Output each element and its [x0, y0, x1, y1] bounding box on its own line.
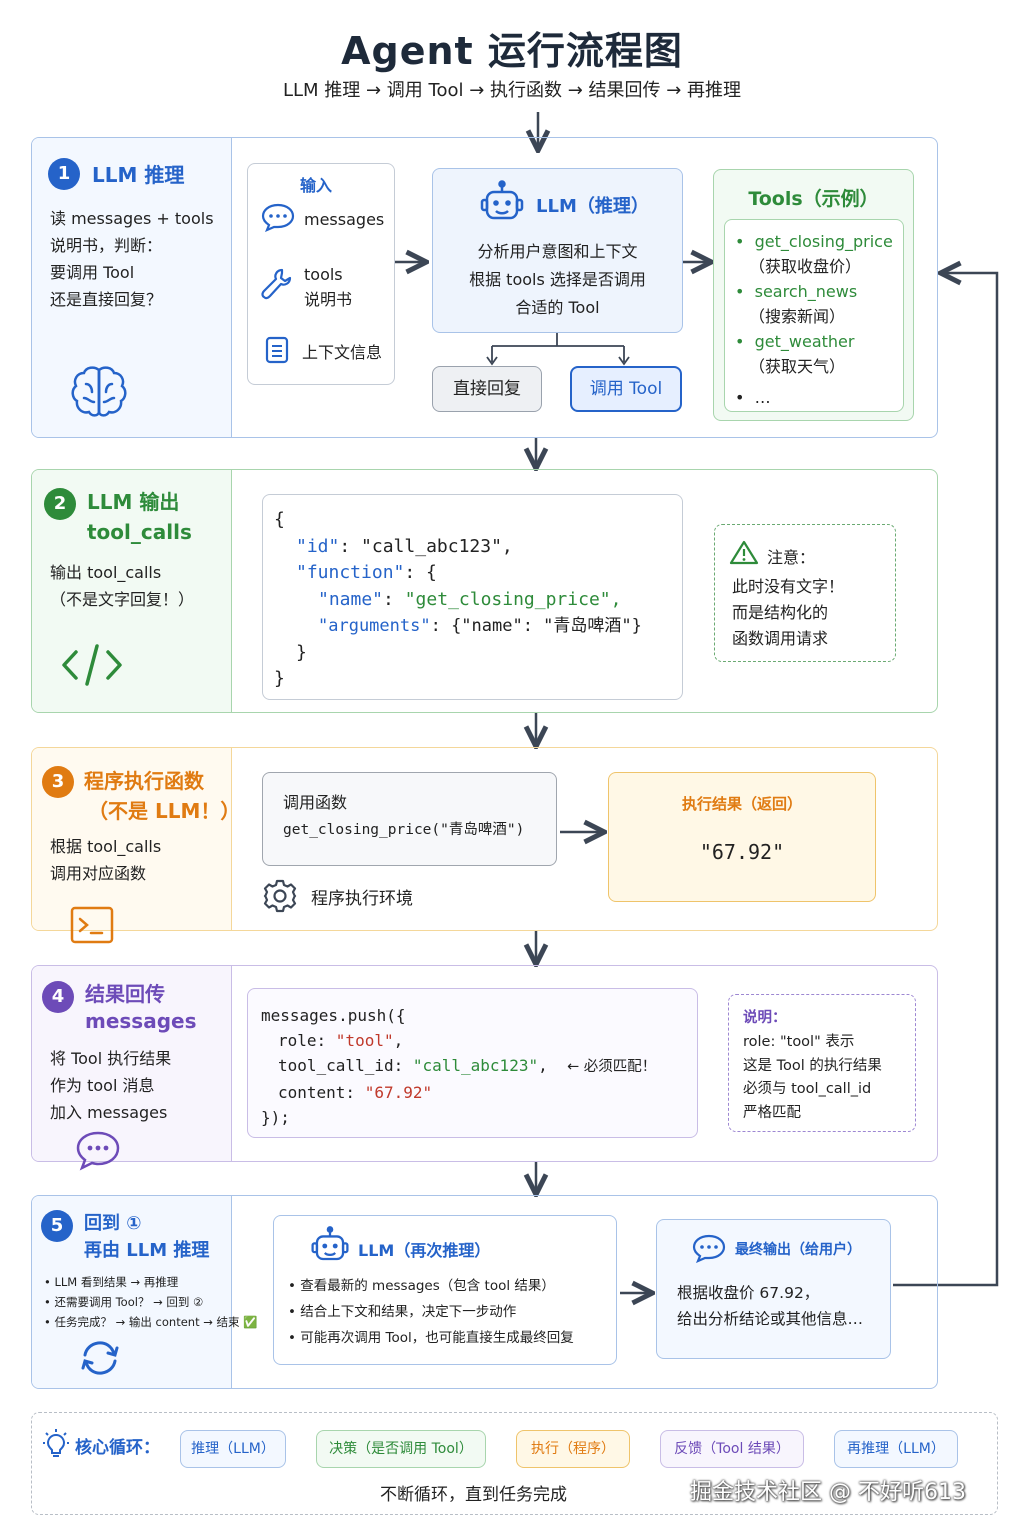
core-loop-caption: 不断循环，直到任务完成 — [380, 1485, 567, 1505]
input-messages: messages — [304, 210, 385, 229]
document-icon — [265, 336, 289, 364]
note-text: 此时没有文字！而是结构化的函数调用请求 — [732, 577, 845, 648]
final-output-title: 最终输出（给用户） — [735, 1242, 861, 1258]
tool-call-code-block: { "id": "call_abc123", "function": { "na… — [262, 494, 683, 700]
tool-item: • search_news — [735, 282, 858, 301]
section-2-desc: 输出 tool_calls（不是文字回复！） — [50, 563, 195, 609]
chat-icon — [692, 1234, 726, 1263]
note-title: 注意： — [767, 548, 816, 567]
direct-reply-button[interactable]: 直接回复 — [432, 366, 542, 412]
llm-rethink-title: LLM（再次推理） — [358, 1241, 491, 1260]
watermark: 掘金技术社区 @ 不好听613 — [690, 1480, 966, 1505]
loop-step-feedback: 反馈（Tool 结果） — [660, 1430, 804, 1468]
explain-note-box — [728, 994, 916, 1132]
result-value: "67.92" — [699, 840, 785, 864]
lightbulb-icon — [43, 1429, 69, 1457]
push-code-block: messages.push({ role: "tool", tool_call_… — [247, 988, 698, 1138]
llm-reasoning-desc: 分析用户意图和上下文根据 tools 选择是否调用合适的 Tool — [469, 242, 646, 317]
robot-icon — [480, 180, 524, 220]
section-3-title: 程序执行函数 （不是 LLM！） — [84, 769, 241, 823]
final-output-text: 根据收盘价 67.92，给出分析结论或其他信息… — [677, 1284, 864, 1328]
gear-icon — [263, 879, 297, 913]
result-box — [608, 772, 876, 902]
chat-icon — [261, 203, 295, 232]
tools-list-box — [724, 219, 904, 412]
explain-note-title: 说明： — [743, 1010, 787, 1026]
section-1-title: LLM 推理 — [92, 163, 185, 187]
section-4-desc: 将 Tool 执行结果作为 tool 消息加入 messages — [50, 1049, 172, 1122]
step-badge-5: 5 — [41, 1210, 73, 1242]
loop-step-rethink: 再推理（LLM） — [834, 1430, 958, 1468]
execution-env-label: 程序执行环境 — [311, 889, 413, 909]
tool-item: • get_weather — [735, 332, 855, 351]
core-loop-label: 核心循环： — [75, 1438, 160, 1458]
input-context: 上下文信息 — [302, 343, 383, 362]
refresh-icon — [81, 1341, 119, 1375]
step-badge-3: 3 — [42, 766, 74, 798]
step-badge-1: 1 — [48, 158, 80, 190]
result-title: 执行结果（返回） — [681, 795, 802, 813]
call-function-code: get_closing_price("青岛啤酒") — [283, 822, 525, 838]
tool-item: • … — [735, 388, 771, 407]
input-title: 输入 — [300, 176, 333, 195]
terminal-icon — [70, 906, 114, 944]
call-function-title: 调用函数 — [283, 793, 348, 812]
wrench-icon — [261, 268, 292, 300]
call-function-box — [262, 772, 557, 866]
loop-step-decision: 决策（是否调用 Tool） — [316, 1430, 486, 1468]
loop-step-execute: 执行（程序） — [516, 1430, 630, 1468]
step-badge-4: 4 — [42, 981, 74, 1013]
tools-list: • get_closing_price （获取收盘价） • search_new… — [735, 229, 893, 410]
warning-icon — [729, 540, 759, 565]
input-box — [247, 163, 395, 385]
note-box — [714, 524, 896, 662]
tools-title: Tools（示例） — [748, 188, 879, 210]
llm-reasoning-box — [432, 168, 683, 333]
explain-note-text: role: "tool" 表示这是 Tool 的执行结果必须与 tool_cal… — [743, 1034, 882, 1121]
llm-reasoning-title: LLM（推理） — [536, 196, 649, 217]
brain-icon — [71, 366, 127, 417]
tool-item: • get_closing_price — [735, 232, 893, 251]
page-subtitle: LLM 推理 → 调用 Tool → 执行函数 → 结果回传 → 再推理 — [282, 80, 742, 101]
call-tool-button[interactable]: 调用 Tool — [570, 366, 682, 412]
section-5-bullets: • LLM 看到结果 → 再推理 • 还需要调用 Tool？ → 回到 ② • … — [44, 1275, 258, 1329]
message-bubble-icon — [76, 1131, 120, 1171]
loop-step-reasoning: 推理（LLM） — [180, 1430, 286, 1468]
step-badge-2: 2 — [44, 488, 76, 520]
code-icon — [62, 644, 122, 686]
llm-rethink-box — [273, 1215, 617, 1365]
page-title: Agent 运行流程图 — [341, 29, 683, 73]
llm-rethink-bullets: • 查看最新的 messages（包含 tool 结果） • 结合上下文和结果，… — [288, 1278, 574, 1346]
robot-icon — [311, 1226, 349, 1261]
